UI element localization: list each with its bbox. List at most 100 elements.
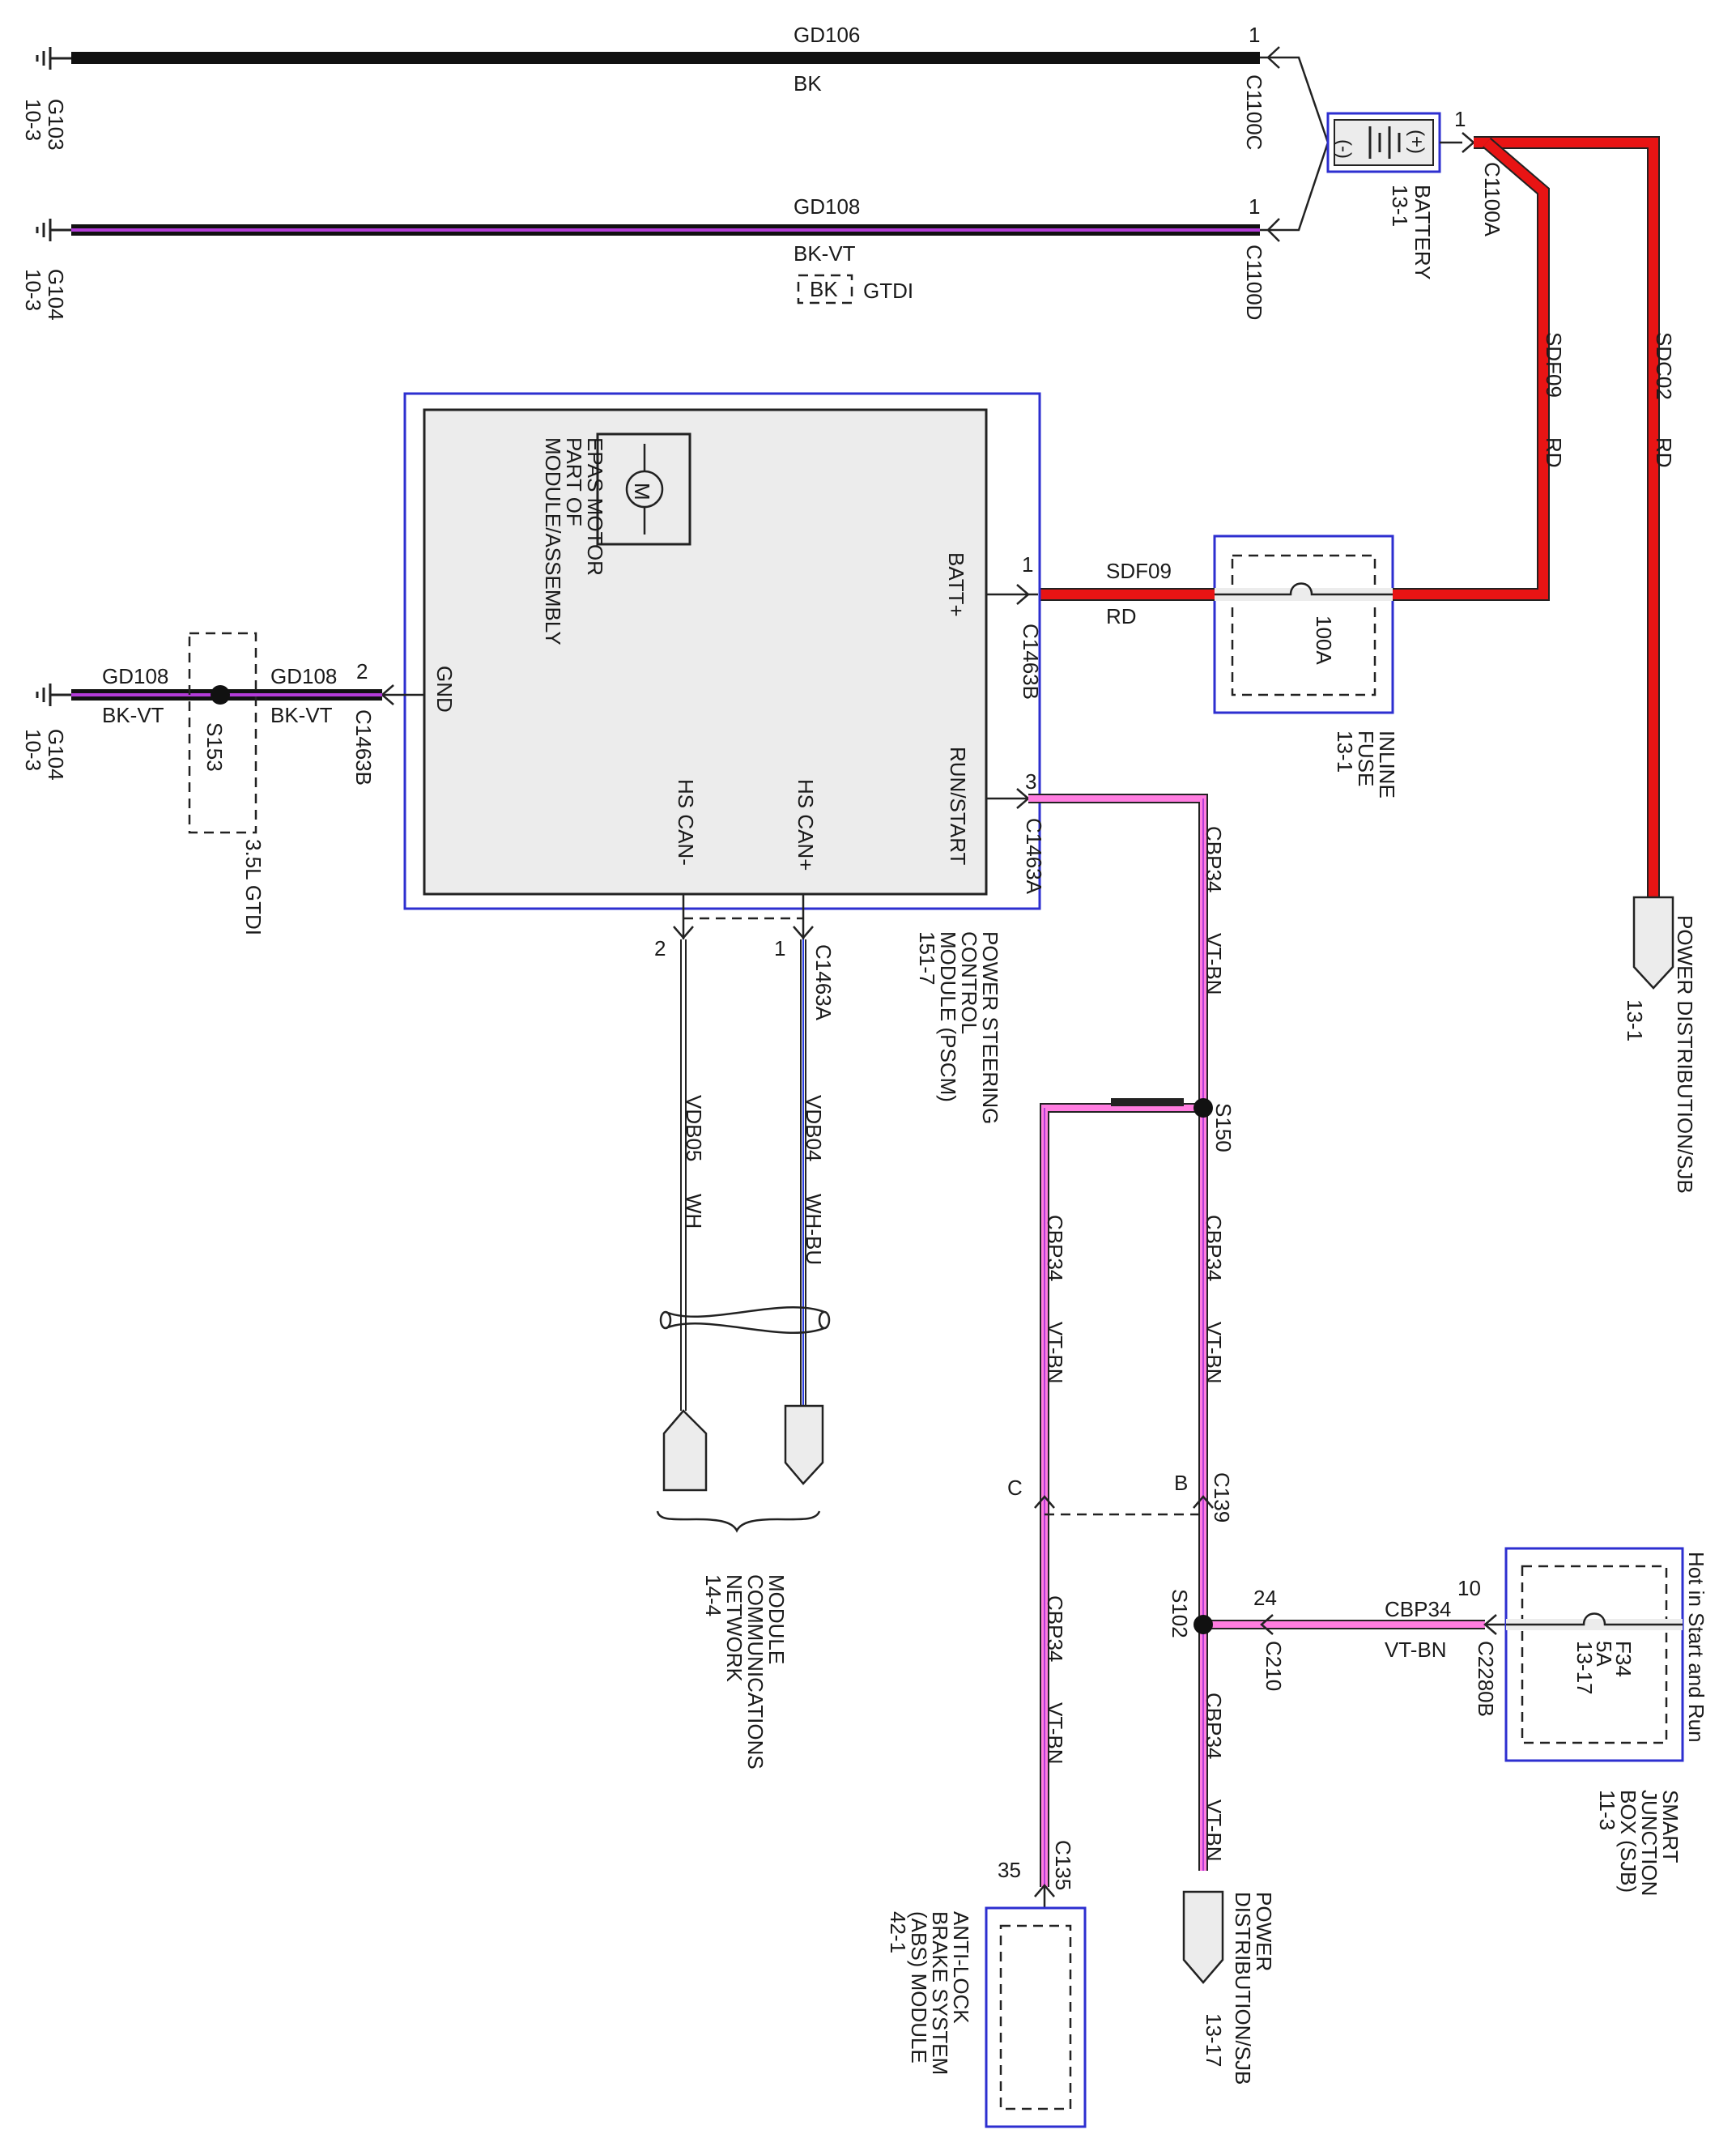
svg-text:PART OF: PART OF	[562, 437, 586, 526]
svg-text:BOX (SJB): BOX (SJB)	[1616, 1790, 1640, 1893]
c1100a-pin: 1	[1454, 107, 1466, 131]
svg-text:HS CAN+: HS CAN+	[794, 779, 818, 871]
wire-cbp34-f-color: VT-BN	[1385, 1638, 1447, 1662]
battery-icon	[1368, 126, 1401, 159]
wire-sdf09-vertical	[1401, 137, 1550, 601]
svg-text:13-17: 13-17	[1572, 1641, 1597, 1695]
network-brace	[656, 1510, 821, 1533]
wire-cbp34-network	[1028, 794, 1506, 1887]
svg-text:WH-BU: WH-BU	[802, 1194, 826, 1265]
inline-fuse-rating: 100A	[1312, 615, 1336, 665]
battery-minus: (-)	[1333, 139, 1355, 159]
ground-icon-g104-left	[36, 684, 71, 706]
wire-vdb05-label: VDB05 WH	[682, 1095, 706, 1229]
svg-text:C1463A: C1463A	[1022, 818, 1046, 895]
svg-text:WH: WH	[682, 1194, 706, 1229]
c1463b-gnd-pin: 2	[356, 659, 368, 684]
wire-cbp34-a-label: CBP34 VT-BN	[1202, 826, 1226, 995]
fuse-element-icon	[1215, 582, 1393, 596]
svg-text:C135: C135	[1051, 1840, 1075, 1890]
svg-text:FUSE: FUSE	[1354, 730, 1378, 786]
network-label: MODULE COMMUNICATIONS NETWORK 14-4	[701, 1574, 789, 1770]
epas-motor-label: EPAS MOTOR PART OF MODULE/ASSEMBLY	[541, 437, 607, 645]
svg-text:HS CAN-: HS CAN-	[674, 779, 698, 866]
svg-text:RUN/START: RUN/START	[946, 747, 970, 865]
inline-fuse	[1213, 534, 1394, 714]
c1463b-batt-pin: 1	[1022, 552, 1033, 577]
wire-cbp34-e-label: CBP34 VT-BN	[1202, 1693, 1226, 1862]
svg-text:VDB05: VDB05	[682, 1095, 706, 1161]
can-plus-network-connector	[784, 1404, 824, 1485]
battery-neg-lead-a	[1287, 56, 1330, 143]
sjb-hot-label: Hot in Start and Run	[1684, 1552, 1708, 1743]
c139-pin-c: C	[1007, 1476, 1023, 1500]
svg-text:MODULE: MODULE	[764, 1574, 789, 1664]
battery-plus: (+)	[1406, 130, 1428, 154]
svg-text:VT-BN: VT-BN	[1202, 1322, 1226, 1384]
c210-pin: 24	[1253, 1586, 1277, 1610]
splice-s102	[1194, 1615, 1213, 1634]
svg-text:CBP34: CBP34	[1043, 1595, 1067, 1662]
pscm-pin-batt: BATT+	[944, 552, 968, 617]
c1463a-run-pin: 3	[1025, 769, 1036, 794]
c1100c-label: C1100C	[1242, 75, 1266, 150]
wire-cbp34-d-label: CBP34 VT-BN	[1043, 1595, 1067, 1765]
wire-gd106-circuit: GD106	[794, 23, 860, 47]
motor-icon	[625, 470, 664, 509]
pd-bottom-ref: 13-17	[1202, 2013, 1226, 2068]
svg-text:13-1: 13-1	[1623, 999, 1647, 1041]
svg-text:CBP34: CBP34	[1202, 1693, 1226, 1759]
wire-gd108-left-color: BK-VT	[102, 703, 164, 727]
connector-arrow-c210	[1260, 1614, 1274, 1635]
svg-text:DISTRIBUTION/SJB: DISTRIBUTION/SJB	[1231, 1892, 1255, 2085]
connector-arrow-c1100a	[1462, 132, 1475, 153]
epas-motor: M	[596, 432, 691, 546]
svg-text:BATT+: BATT+	[944, 552, 968, 617]
connector-arrow-c1100c	[1260, 46, 1287, 69]
wire-cbp34-c-label: CBP34 VT-BN	[1043, 1215, 1067, 1384]
pscm-pin-can-plus: HS CAN+	[794, 779, 818, 871]
wire-sdf09-horizontal-circuit: SDF09	[1106, 559, 1172, 583]
svg-text:CBP34: CBP34	[1202, 826, 1226, 892]
svg-text:VDB04: VDB04	[802, 1095, 826, 1161]
sjb-label: SMART JUNCTION BOX (SJB) 11-3	[1595, 1790, 1683, 1896]
svg-text:BATTERY: BATTERY	[1410, 185, 1435, 280]
pscm-pin-can-minus: HS CAN-	[674, 779, 698, 866]
s153-label: S153	[202, 722, 227, 772]
wire-sdf09-horizontal-color: RD	[1106, 604, 1137, 628]
c1463a-can-label: C1463A	[811, 944, 836, 1021]
inline-fuse-label: INLINE FUSE 13-1	[1333, 730, 1399, 799]
connector-arrow-c2280b	[1483, 1614, 1497, 1635]
pd-bottom-connector	[1182, 1890, 1224, 1984]
s102-label: S102	[1168, 1589, 1192, 1638]
svg-text:C2280B: C2280B	[1474, 1641, 1498, 1717]
svg-text:S153: S153	[202, 722, 227, 772]
s150-tab	[1111, 1098, 1184, 1106]
svg-text:VT-BN: VT-BN	[1043, 1322, 1067, 1384]
sjb-fuse-gap	[1506, 1619, 1683, 1630]
c1100c-pin: 1	[1249, 23, 1260, 47]
svg-text:C1463B: C1463B	[1019, 624, 1043, 700]
c1463b-batt-label: C1463B	[1019, 624, 1043, 700]
svg-text:VT-BN: VT-BN	[1202, 1799, 1226, 1862]
svg-text:MODULE (PSCM): MODULE (PSCM)	[936, 931, 960, 1102]
svg-text:C210: C210	[1262, 1641, 1286, 1691]
svg-text:3.5L GTDI: 3.5L GTDI	[241, 839, 266, 935]
svg-text:14-4: 14-4	[701, 1574, 725, 1616]
c1100d-label: C1100D	[1242, 245, 1266, 320]
wire-gd108-left-circuit: GD108	[102, 664, 168, 688]
splice-s150	[1194, 1098, 1213, 1118]
svg-text:100A: 100A	[1312, 615, 1336, 665]
svg-text:13-1: 13-1	[1388, 185, 1412, 227]
c1463a-can-plus-pin: 1	[774, 936, 785, 960]
svg-text:C1100A: C1100A	[1480, 162, 1504, 237]
alt-color-box	[797, 274, 853, 305]
c1463a-run-label: C1463A	[1022, 818, 1046, 895]
wire-gd108-right-circuit: GD108	[270, 664, 337, 688]
battery-label: BATTERY 13-1	[1388, 185, 1435, 280]
s153-note: 3.5L GTDI	[241, 839, 266, 935]
pscm-pin-gnd: GND	[432, 666, 457, 713]
svg-text:11-3: 11-3	[1595, 1790, 1619, 1830]
svg-text:F34: F34	[1611, 1641, 1636, 1677]
